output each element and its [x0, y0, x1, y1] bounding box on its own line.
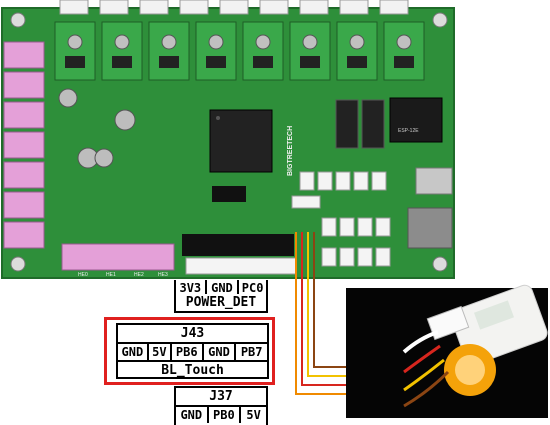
pin-label: GND — [207, 280, 240, 296]
j43-pin: 5V — [149, 344, 172, 360]
j37-box: J37 GND PB0 5V — [174, 386, 268, 425]
heater-label: HE2 — [134, 272, 144, 278]
pin-label: PC0 — [241, 281, 264, 295]
mount-hole — [432, 12, 448, 28]
j43-highlight — [104, 317, 275, 385]
wifi-module-icon: ESP-12E — [389, 97, 443, 143]
j43-pin: GND — [204, 344, 237, 360]
j43-function: BL_Touch — [161, 363, 224, 378]
j37-pin: 5V — [246, 408, 261, 422]
pin-label: 3V3 — [176, 280, 207, 296]
usb-port — [415, 167, 453, 195]
pin-headers — [182, 186, 294, 256]
exp-headers — [335, 99, 385, 149]
capacitors — [58, 88, 136, 169]
wifi-module-text: ESP-12E — [398, 128, 419, 134]
power-det-label: POWER_DET — [185, 295, 257, 310]
heater-label: HE0 — [78, 272, 88, 278]
top-connectors — [59, 0, 409, 15]
j43-pin: GND — [118, 344, 149, 360]
pink-terminals — [3, 41, 175, 271]
bltouch-probe-icon — [346, 284, 548, 418]
brand-silkscreen: BIGTREETECH — [287, 126, 294, 176]
mcu-chip-icon — [209, 109, 273, 173]
j37-pin: PB0 — [209, 407, 242, 423]
j37-pin: GND — [176, 407, 209, 423]
heater-label: HE3 — [158, 272, 168, 278]
j43-pin: PB7 — [240, 345, 263, 359]
power-det-box: POWER_DET — [174, 294, 268, 313]
j43-designator: J43 — [118, 325, 267, 344]
rj45-port — [407, 207, 453, 249]
mount-hole — [10, 256, 26, 272]
mount-hole — [10, 12, 26, 28]
j43-pin: PB6 — [172, 344, 204, 360]
stepper-driver-icon — [54, 21, 425, 81]
jst-connectors — [185, 171, 391, 275]
mount-hole — [432, 256, 448, 272]
j43-box: J43 GND 5V PB6 GND PB7 BL_Touch — [116, 323, 269, 379]
pin-row-top: 3V3 GND PC0 — [174, 280, 268, 296]
heater-label: HE1 — [106, 272, 116, 278]
heater-labels: HE0 HE1 HE2 HE3 — [78, 272, 168, 278]
j37-designator: J37 — [176, 388, 266, 407]
